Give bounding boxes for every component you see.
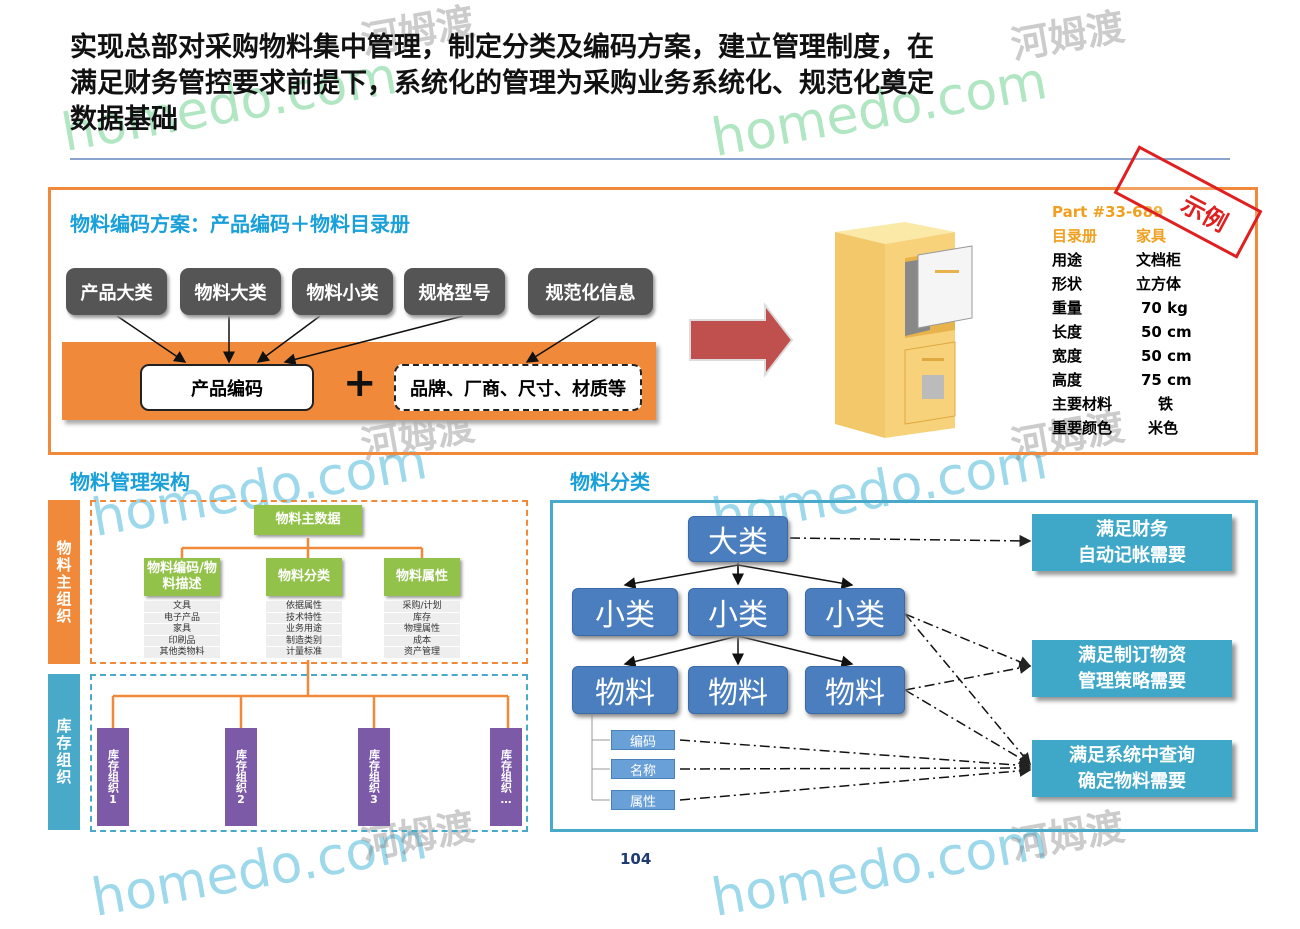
catalog-row: 主要材料铁 xyxy=(1052,395,1174,413)
title-divider xyxy=(70,158,1230,160)
goal-strategy: 满足制订物资管理策略需要 xyxy=(1032,640,1232,697)
box-product-category: 产品大类 xyxy=(66,268,167,315)
node-material: 物料 xyxy=(805,666,905,714)
inventory-org-3: 库存组织3 xyxy=(358,728,390,826)
arch-list-classify: 依据属性技术特性业务用途制造类别计量标准 xyxy=(266,601,342,659)
cabinet-illustration xyxy=(835,222,973,438)
attr-property: 属性 xyxy=(611,790,675,810)
goal-finance: 满足财务自动记帐需要 xyxy=(1032,514,1232,571)
arch-node-attribute: 物料属性 xyxy=(384,558,460,596)
master-org-bar: 物料主组织 xyxy=(48,500,80,664)
box-material-minor: 物料小类 xyxy=(292,268,393,315)
goal-query: 满足系统中查询确定物料需要 xyxy=(1032,740,1232,797)
part-number: Part #33-689 xyxy=(1052,203,1164,221)
catalog-row: 形状立方体 xyxy=(1052,275,1182,293)
page-title: 实现总部对采购物料集中管理，制定分类及编码方案，建立管理制度，在 满足财务管控要… xyxy=(70,30,1070,138)
extra-info-box: 品牌、厂商、尺寸、材质等 xyxy=(394,364,642,411)
catalog-header: 目录册家具 xyxy=(1052,227,1167,245)
coding-arrows xyxy=(111,222,1032,801)
inventory-org-frame xyxy=(90,674,528,832)
coding-heading: 物料编码方案：产品编码＋物料目录册 xyxy=(70,212,410,236)
node-minor-category: 小类 xyxy=(688,588,788,636)
node-minor-category: 小类 xyxy=(805,588,905,636)
node-material: 物料 xyxy=(572,666,678,714)
catalog-row: 用途文档柜 xyxy=(1052,251,1182,269)
arch-list-attribute: 采购/计划库存物理属性成本资产管理 xyxy=(384,601,460,659)
coding-section-frame xyxy=(48,187,1258,455)
attr-code: 编码 xyxy=(611,730,675,750)
catalog-row: 重要颜色米色 xyxy=(1052,419,1179,437)
product-code-box: 产品编码 xyxy=(140,364,314,411)
node-major-category: 大类 xyxy=(688,516,788,562)
page-number: 104 xyxy=(620,850,652,868)
box-spec-model: 规格型号 xyxy=(404,268,505,315)
classify-heading: 物料分类 xyxy=(570,470,650,494)
box-normalized-info: 规范化信息 xyxy=(528,268,653,315)
master-data-node: 物料主数据 xyxy=(254,505,362,535)
node-minor-category: 小类 xyxy=(572,588,678,636)
title-line-3: 数据基础 xyxy=(70,104,178,135)
node-material: 物料 xyxy=(688,666,788,714)
classify-frame xyxy=(550,500,1258,832)
inventory-org-2: 库存组织2 xyxy=(225,728,257,826)
inventory-org-more: 库存组织… xyxy=(490,728,522,826)
arch-heading: 物料管理架构 xyxy=(70,470,190,494)
inventory-org-bar: 库存组织 xyxy=(48,674,80,830)
attr-name: 名称 xyxy=(611,759,675,779)
title-line-2: 满足财务管控要求前提下，系统化的管理为采购业务系统化、规范化奠定 xyxy=(70,68,934,99)
arch-node-classify: 物料分类 xyxy=(266,558,342,596)
inventory-org-1: 库存组织1 xyxy=(97,728,129,826)
arch-list-coding: 文具电子产品家具印刷品其他类物料 xyxy=(144,601,220,659)
arch-node-coding: 物料编码/物料描述 xyxy=(144,558,220,596)
master-org-frame xyxy=(90,500,528,664)
box-material-major: 物料大类 xyxy=(180,268,281,315)
title-line-1: 实现总部对采购物料集中管理，制定分类及编码方案，建立管理制度，在 xyxy=(70,32,934,63)
plus-sign: + xyxy=(343,360,377,406)
